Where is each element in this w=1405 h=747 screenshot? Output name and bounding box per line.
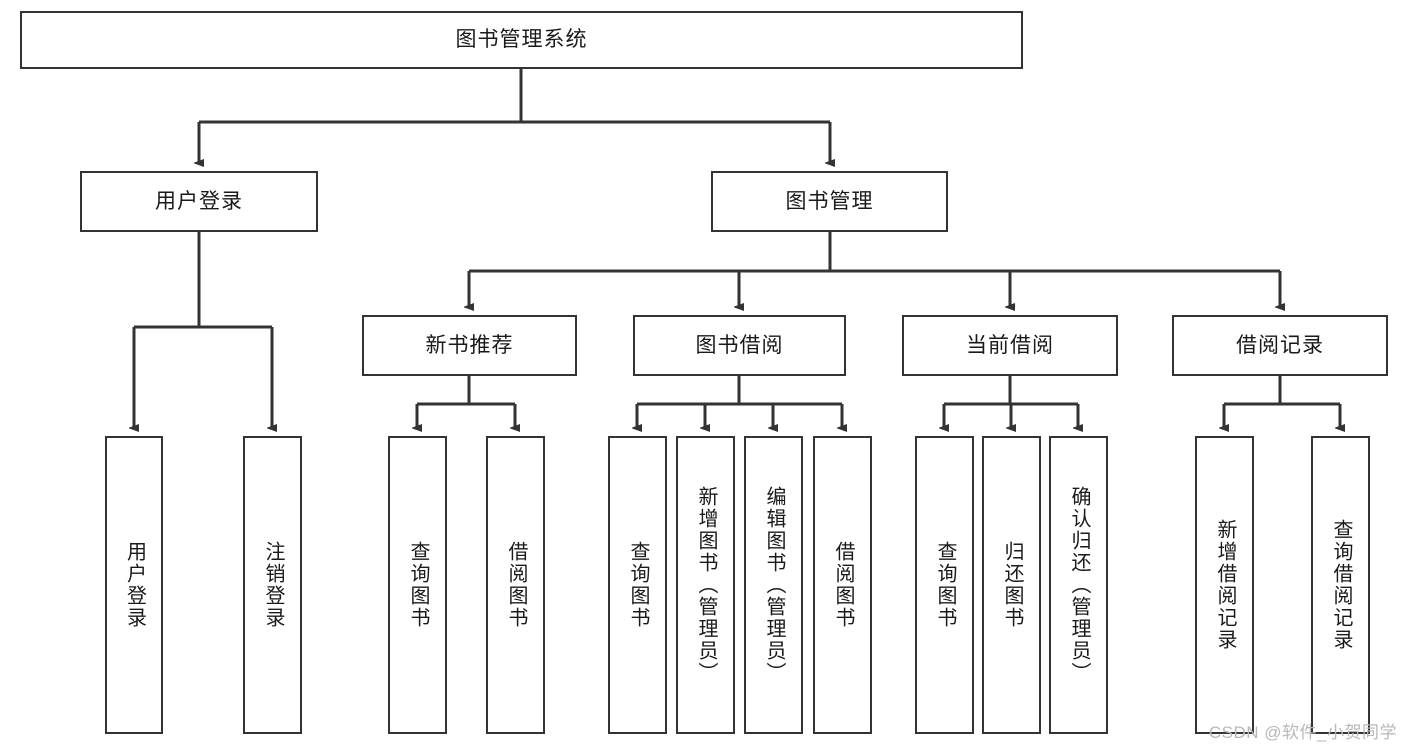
node-leaf-query-book-rec[interactable]: 查询图书 xyxy=(388,436,447,734)
node-leaf-borrow-book-label: 借阅图书 xyxy=(832,541,854,629)
node-leaf-add-book-admin-label: 新增图书（管理员） xyxy=(695,486,717,684)
node-leaf-edit-book-admin[interactable]: 编辑图书（管理员） xyxy=(744,436,803,734)
node-book-management-label: 图书管理 xyxy=(785,189,874,213)
node-leaf-return-book[interactable]: 归还图书 xyxy=(982,436,1041,734)
node-leaf-confirm-return-admin[interactable]: 确认归还（管理员） xyxy=(1049,436,1108,734)
node-leaf-query-borrow-record-label: 查询借阅记录 xyxy=(1330,519,1352,651)
node-user-login-label: 用户登录 xyxy=(155,189,243,213)
edge-group-current-borrow xyxy=(944,376,1078,428)
node-leaf-borrow-book[interactable]: 借阅图书 xyxy=(813,436,872,734)
node-leaf-borrow-book-rec[interactable]: 借阅图书 xyxy=(486,436,545,734)
node-current-borrow[interactable]: 当前借阅 xyxy=(902,315,1118,376)
edge-group-book-management xyxy=(469,232,1280,307)
node-leaf-logout[interactable]: 注销登录 xyxy=(243,436,302,734)
node-leaf-edit-book-admin-label: 编辑图书（管理员） xyxy=(763,486,785,684)
node-leaf-query-book-current[interactable]: 查询图书 xyxy=(915,436,974,734)
node-leaf-query-book-rec-label: 查询图书 xyxy=(407,541,429,629)
node-leaf-user-login[interactable]: 用户登录 xyxy=(105,436,163,734)
edge-group-book-borrow xyxy=(637,376,842,428)
node-leaf-query-book-borrow-label: 查询图书 xyxy=(627,541,649,629)
node-leaf-logout-label: 注销登录 xyxy=(262,541,284,629)
node-leaf-query-book-borrow[interactable]: 查询图书 xyxy=(608,436,667,734)
node-book-borrow[interactable]: 图书借阅 xyxy=(633,315,846,376)
node-book-management[interactable]: 图书管理 xyxy=(711,171,948,232)
node-root-label: 图书管理系统 xyxy=(455,28,588,52)
edge-group-user-login xyxy=(134,232,272,428)
node-leaf-return-book-label: 归还图书 xyxy=(1001,541,1023,629)
node-leaf-add-borrow-record-label: 新增借阅记录 xyxy=(1214,519,1236,651)
node-user-login[interactable]: 用户登录 xyxy=(80,171,318,232)
node-leaf-borrow-book-rec-label: 借阅图书 xyxy=(505,541,527,629)
node-leaf-add-book-admin[interactable]: 新增图书（管理员） xyxy=(676,436,735,734)
node-leaf-query-book-current-label: 查询图书 xyxy=(934,541,956,629)
node-current-borrow-label: 当前借阅 xyxy=(966,333,1054,357)
node-borrow-record[interactable]: 借阅记录 xyxy=(1172,315,1388,376)
node-new-book-recommend-label: 新书推荐 xyxy=(425,333,514,357)
node-leaf-add-borrow-record[interactable]: 新增借阅记录 xyxy=(1195,436,1254,734)
edge-group-root xyxy=(199,69,830,163)
node-new-book-recommend[interactable]: 新书推荐 xyxy=(362,315,577,376)
node-leaf-user-login-label: 用户登录 xyxy=(123,541,146,629)
edge-group-new-book-recommend xyxy=(417,376,515,428)
node-root[interactable]: 图书管理系统 xyxy=(20,11,1023,69)
node-leaf-query-borrow-record[interactable]: 查询借阅记录 xyxy=(1311,436,1370,734)
edge-group-borrow-record xyxy=(1224,376,1340,428)
node-book-borrow-label: 图书借阅 xyxy=(695,333,784,357)
node-borrow-record-label: 借阅记录 xyxy=(1236,333,1324,357)
node-leaf-confirm-return-admin-label: 确认归还（管理员） xyxy=(1068,486,1090,684)
watermark-text: CSDN @软件_小贺同学 xyxy=(1208,723,1397,742)
